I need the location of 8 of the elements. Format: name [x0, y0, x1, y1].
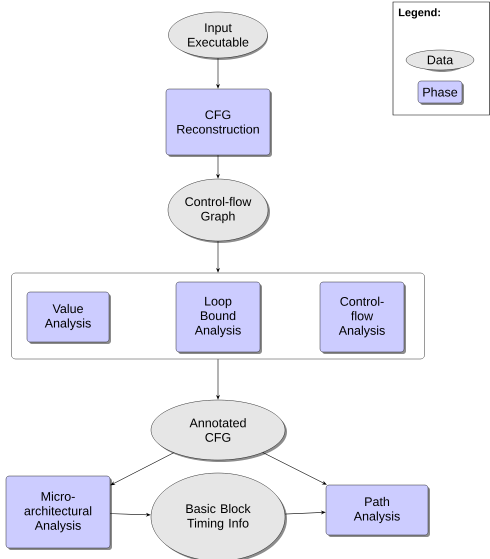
phase-box: Value Analysis [26, 292, 111, 344]
phase-box: Control-flow Analysis [320, 282, 406, 354]
legend-title: Legend: [398, 8, 440, 18]
phase-box: Phase [418, 80, 464, 105]
phase-box: CFG Reconstruction [166, 88, 272, 157]
phase-box: Path Analysis [326, 484, 430, 537]
phase-box: Micro-architectural Analysis [6, 476, 112, 550]
phase-box: Loop Bound Analysis [176, 282, 262, 354]
